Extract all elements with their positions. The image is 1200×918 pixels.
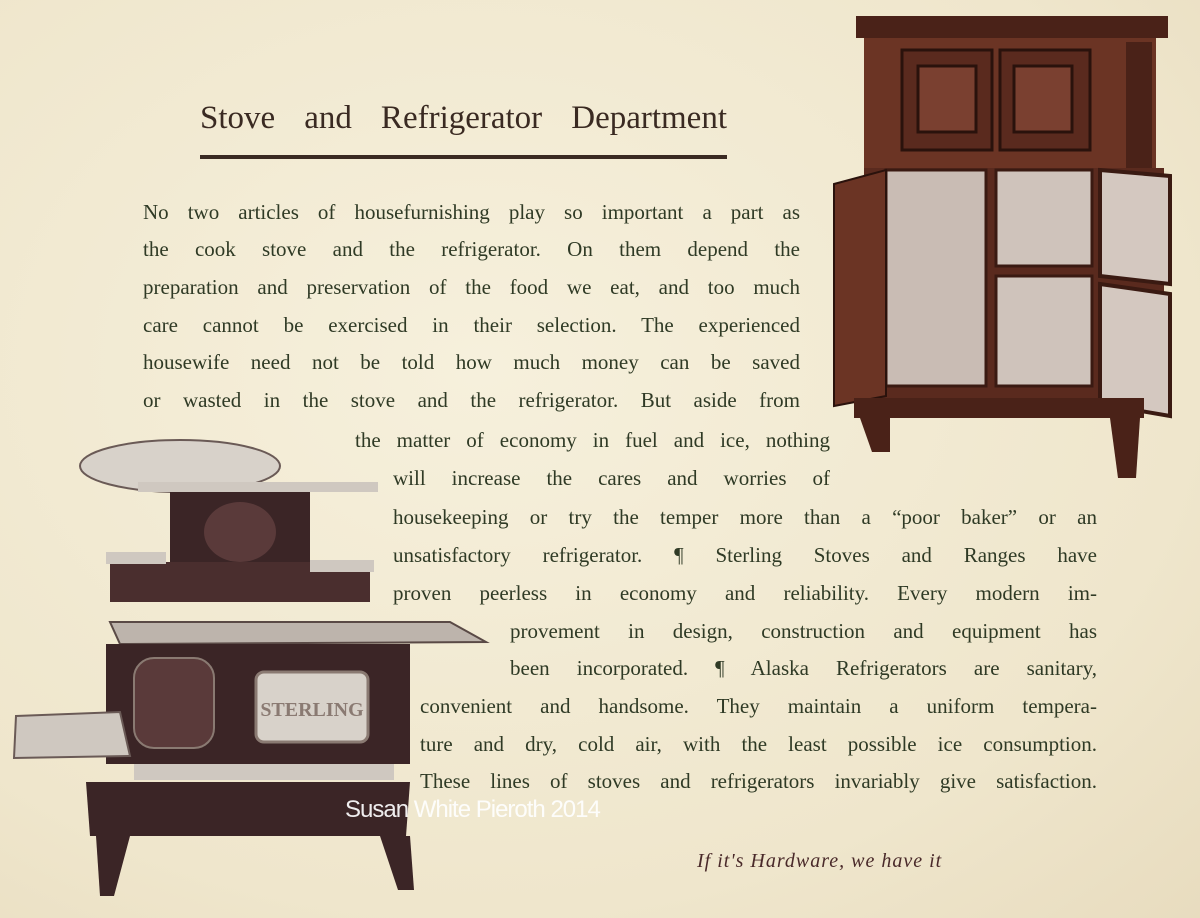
text-line: preparation and preservation of the food…	[143, 275, 800, 299]
title-underline	[200, 155, 727, 159]
text-line: care cannot be exercised in their select…	[143, 313, 800, 337]
page-title: Stove and Refrigerator Department	[200, 100, 727, 136]
text-line: provement in design, construction and eq…	[510, 619, 1097, 643]
text-line: been incorporated. ¶ Alaska Refrigerator…	[510, 656, 1097, 680]
text-line: ture and dry, cold air, with the least p…	[420, 732, 1097, 756]
text-line: proven peerless in economy and reliabili…	[393, 581, 1097, 605]
watermark: Susan White Pieroth 2014	[345, 796, 601, 823]
text-line: or wasted in the stove and the refrigera…	[143, 388, 800, 412]
footer-slogan: If it's Hardware, we have it	[697, 850, 943, 872]
text-line: housekeeping or try the temper more than…	[393, 505, 1097, 529]
stove-illustration: STERLING	[12, 439, 490, 896]
text-line: No two articles of housefurnishing play …	[143, 200, 800, 224]
refrigerator-illustration	[833, 16, 1172, 478]
text-line: housewife need not be told how much mone…	[143, 350, 800, 374]
text-line: the cook stove and the refrigerator. On …	[143, 237, 800, 261]
text-line: will increase the cares and worries of	[393, 466, 830, 490]
text-line: convenient and handsome. They maintain a…	[420, 694, 1097, 718]
text-line: These lines of stoves and refrigerators …	[420, 769, 1097, 793]
text-line: the matter of economy in fuel and ice, n…	[355, 428, 830, 452]
stove-badge: STERLING	[260, 699, 364, 721]
text-line: unsatisfactory refrigerator. ¶ Sterling …	[393, 543, 1097, 567]
